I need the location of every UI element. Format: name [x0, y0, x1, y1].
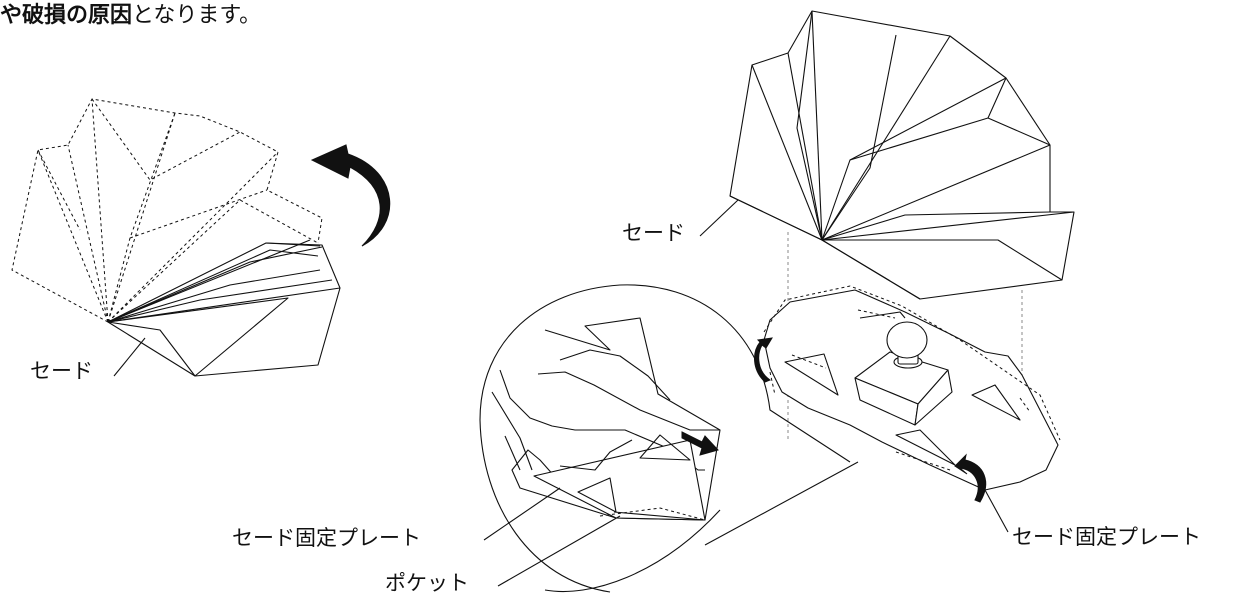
label-shade-left: セード — [30, 359, 93, 383]
header-bold-text: や破損の原因 — [0, 2, 132, 28]
label-plate-right: セード固定プレート — [1012, 525, 1201, 549]
shade-dashed-outline — [11, 98, 323, 323]
detail-inset: セード固定プレート ポケット — [232, 284, 859, 595]
rotate-arrow-right-icon — [954, 453, 987, 503]
leader-pocket-inset — [497, 515, 621, 587]
leader-shade-right — [699, 199, 739, 237]
header-normal-text: となります。 — [132, 3, 261, 28]
shade-folded-part — [107, 239, 341, 377]
leader-shade-left — [113, 337, 146, 377]
leader-plate-inset — [483, 487, 561, 541]
shade-fixing-plate-right: セード固定プレート — [754, 285, 1201, 549]
label-plate-inset: セード固定プレート — [232, 526, 421, 550]
label-shade-right: セード — [622, 221, 685, 245]
folding-shade-left: セード — [11, 98, 391, 383]
header-text: や破損の原因となります。 — [0, 2, 261, 28]
rotate-arrow-left-icon — [754, 337, 773, 383]
curved-arrow-up-icon — [310, 144, 391, 247]
leader-plate-right — [984, 489, 1009, 533]
pull-arrow-icon — [681, 431, 719, 456]
shade-right: セード — [622, 10, 1075, 300]
label-pocket-inset: ポケット — [385, 571, 469, 595]
